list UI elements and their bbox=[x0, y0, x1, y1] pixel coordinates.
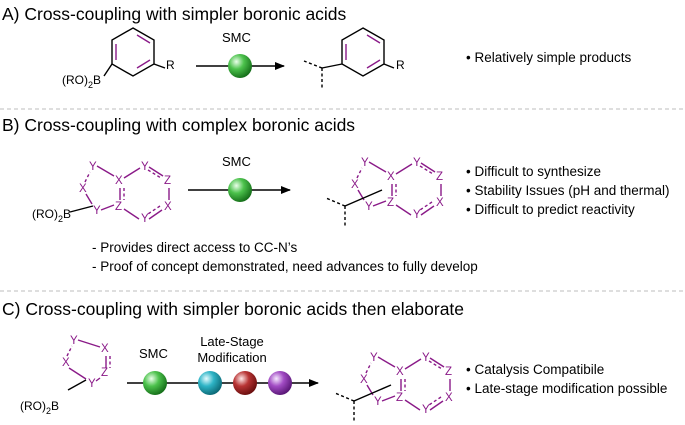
svg-text:Z: Z bbox=[115, 201, 122, 213]
section-b-reagent-label: (RO)2B bbox=[32, 207, 71, 224]
section-b-heading: B) Cross-coupling with complex boronic a… bbox=[2, 115, 355, 135]
svg-text:Z: Z bbox=[396, 392, 403, 404]
section-a-bullet-1: • Relatively simple products bbox=[466, 50, 632, 65]
section-a: A) Cross-coupling with simpler boronic a… bbox=[2, 4, 632, 90]
section-b-reagent-structure: Y X Y X Z Y Z X Y bbox=[69, 161, 172, 225]
section-c-bullet-1: • Catalysis Compatibile bbox=[466, 362, 604, 377]
svg-text:Y: Y bbox=[141, 161, 149, 173]
svg-text:Y: Y bbox=[365, 201, 373, 213]
svg-text:Z: Z bbox=[101, 367, 108, 379]
section-c-smc-sphere bbox=[143, 371, 167, 395]
section-a-reagent-structure bbox=[103, 27, 166, 77]
svg-text:X: X bbox=[101, 343, 109, 355]
svg-text:Y: Y bbox=[422, 404, 430, 416]
svg-text:Y: Y bbox=[93, 205, 101, 217]
svg-text:Z: Z bbox=[387, 197, 394, 209]
section-c-modification-sphere-2 bbox=[233, 371, 257, 395]
section-c-modification-sphere-1 bbox=[198, 371, 222, 395]
svg-text:Y: Y bbox=[413, 157, 421, 169]
svg-text:X: X bbox=[351, 179, 359, 191]
section-c-reagent-label: (RO)2B bbox=[20, 399, 59, 416]
section-a-reagent-label: (RO)2B bbox=[62, 73, 101, 90]
section-a-smc-sphere bbox=[228, 54, 252, 78]
svg-text:Y: Y bbox=[89, 161, 97, 173]
section-c-modification-label-2: Modification bbox=[197, 350, 266, 365]
section-c-heading: C) Cross-coupling with simpler boronic a… bbox=[2, 299, 464, 319]
svg-text:Y: Y bbox=[70, 335, 78, 347]
svg-text:Y: Y bbox=[88, 378, 96, 390]
section-b-note-1: - Provides direct access to CC-N’s bbox=[92, 240, 298, 255]
section-b-bullet-3: • Difficult to predict reactivity bbox=[466, 202, 635, 217]
section-b-note-2: - Proof of concept demonstrated, need ad… bbox=[92, 259, 478, 274]
svg-text:X: X bbox=[436, 197, 444, 209]
svg-text:X: X bbox=[79, 183, 87, 195]
section-c-bullet-2: • Late-stage modification possible bbox=[466, 381, 667, 396]
svg-text:Y: Y bbox=[361, 157, 369, 169]
section-a-reagent-r: R bbox=[166, 58, 175, 72]
svg-text:Y: Y bbox=[422, 352, 430, 364]
section-c-smc-label: SMC bbox=[139, 346, 168, 361]
section-c: C) Cross-coupling with simpler boronic a… bbox=[2, 299, 667, 421]
section-a-smc-label: SMC bbox=[222, 30, 251, 45]
section-b-bullet-2: • Stability Issues (pH and thermal) bbox=[466, 183, 670, 198]
svg-text:Y: Y bbox=[413, 209, 421, 221]
section-b-smc-label: SMC bbox=[222, 154, 251, 169]
svg-text:Y: Y bbox=[141, 213, 149, 225]
svg-text:X: X bbox=[445, 392, 453, 404]
section-a-heading: A) Cross-coupling with simpler boronic a… bbox=[2, 4, 347, 24]
section-c-modification-sphere-3 bbox=[268, 371, 292, 395]
svg-text:X: X bbox=[387, 171, 395, 183]
svg-text:Y: Y bbox=[374, 396, 382, 408]
svg-text:X: X bbox=[164, 201, 172, 213]
section-b-product-structure: Y X Y X Z Y Z X Y bbox=[325, 157, 444, 228]
section-c-modification-label-1: Late-Stage bbox=[200, 334, 264, 349]
section-b: B) Cross-coupling with complex boronic a… bbox=[2, 115, 670, 274]
svg-text:Z: Z bbox=[164, 175, 171, 187]
section-c-reagent-structure: Y X Y X Z bbox=[62, 335, 111, 391]
section-b-bullet-1: • Difficult to synthesize bbox=[466, 164, 601, 179]
svg-text:X: X bbox=[396, 366, 404, 378]
svg-text:X: X bbox=[360, 374, 368, 386]
section-a-product-r: R bbox=[396, 58, 405, 72]
section-a-product-structure bbox=[303, 27, 395, 88]
svg-text:Z: Z bbox=[436, 171, 443, 183]
section-c-product-structure: Y X Y X Z Y Z X Y bbox=[334, 352, 453, 421]
svg-text:X: X bbox=[62, 357, 70, 369]
svg-text:Z: Z bbox=[445, 366, 452, 378]
section-b-smc-sphere bbox=[228, 178, 252, 202]
svg-text:Y: Y bbox=[370, 352, 378, 364]
aromatic-bond-inner bbox=[136, 34, 151, 44]
svg-text:X: X bbox=[115, 175, 123, 187]
